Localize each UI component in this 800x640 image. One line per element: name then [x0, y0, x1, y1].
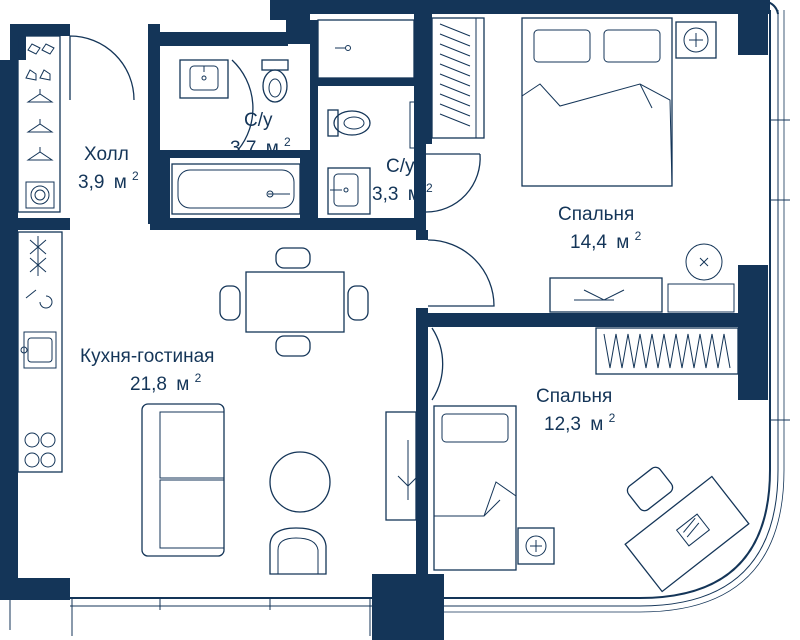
- svg-text:14,4 м 2: 14,4 м 2: [570, 229, 642, 253]
- room-labels: Холл 3,9 м 2 С/у 3,7 м 2 С/у 3,3 м 2 Спа…: [78, 110, 642, 435]
- shower-icon: [317, 19, 415, 79]
- toilet-icon: [261, 59, 289, 103]
- room-sup-bedroom2: 2: [609, 411, 616, 425]
- svg-text:3,9 м 2: 3,9 м 2: [78, 169, 139, 193]
- bedroom1-furniture: [431, 17, 735, 313]
- sink-icon: [327, 167, 371, 215]
- room-sup-bath2: 2: [426, 181, 433, 195]
- tv-stand-icon: [549, 277, 663, 313]
- room-name-bedroom1: Спальня: [558, 204, 634, 225]
- dining-table-icon: [219, 247, 369, 357]
- svg-text:12,3 м 2: 12,3 м 2: [544, 411, 616, 435]
- svg-text:21,8 м 2: 21,8 м 2: [130, 371, 202, 395]
- lamp-icon: [685, 243, 723, 281]
- room-unit-bedroom2: м: [590, 414, 603, 435]
- svg-text:3,3 м 2: 3,3 м 2: [372, 181, 433, 205]
- room-sup-bath1: 2: [284, 135, 291, 149]
- wardrobe-icon: [431, 17, 485, 139]
- armchair-icon: [269, 527, 327, 575]
- office-chair-icon: [626, 466, 674, 512]
- room-sup-bedroom1: 2: [635, 229, 642, 243]
- nightstand-icon: [675, 21, 717, 59]
- room-area-hall: 3,9: [78, 172, 104, 193]
- room-name-bath2: С/у: [386, 156, 415, 177]
- toilet-icon: [327, 109, 371, 137]
- room-area-bedroom2: 12,3: [544, 414, 581, 435]
- nightstand-icon: [517, 527, 555, 565]
- room-area-bedroom1: 14,4: [570, 232, 607, 253]
- kitchen-furniture: [17, 231, 63, 473]
- room-unit-bath1: м: [266, 138, 279, 159]
- bath2-fixtures: [317, 19, 417, 215]
- stove-icon: [24, 432, 56, 468]
- shoe-icon: [25, 43, 55, 81]
- room-name-hall: Холл: [84, 144, 129, 165]
- sink-icon: [20, 331, 57, 369]
- bath1-fixtures: [171, 59, 301, 215]
- room-name-bedroom2: Спальня: [536, 386, 612, 407]
- room-name-living: Кухня-гостиная: [80, 346, 214, 367]
- sink-icon: [179, 59, 229, 99]
- room-area-living: 21,8: [130, 374, 167, 395]
- room-unit-living: м: [176, 374, 189, 395]
- room-area-bath1: 3,7: [230, 138, 256, 159]
- washing-machine-icon: [25, 181, 55, 209]
- bedroom2-furniture: [433, 327, 750, 593]
- bed-icon: [521, 17, 673, 187]
- laptop-icon: [675, 513, 711, 547]
- room-unit-bath2: м: [408, 184, 421, 205]
- hall-furniture: [17, 35, 61, 213]
- room-unit-bedroom1: м: [616, 232, 629, 253]
- doors: [69, 35, 495, 401]
- hanger-icon: [26, 89, 54, 161]
- svg-text:3,7 м 2: 3,7 м 2: [230, 135, 291, 159]
- room-sup-hall: 2: [132, 169, 139, 183]
- room-unit-hall: м: [114, 172, 127, 193]
- bed-icon: [433, 405, 517, 571]
- bathtub-icon: [171, 163, 301, 215]
- room-sup-living: 2: [195, 371, 202, 385]
- wardrobe-icon: [595, 327, 739, 375]
- room-area-bath2: 3,3: [372, 184, 398, 205]
- coffee-table-icon: [269, 451, 331, 513]
- sofa-icon: [141, 403, 225, 557]
- tv-stand-icon: [385, 411, 419, 521]
- desk-icon: [624, 475, 750, 593]
- room-name-bath1: С/у: [244, 110, 273, 131]
